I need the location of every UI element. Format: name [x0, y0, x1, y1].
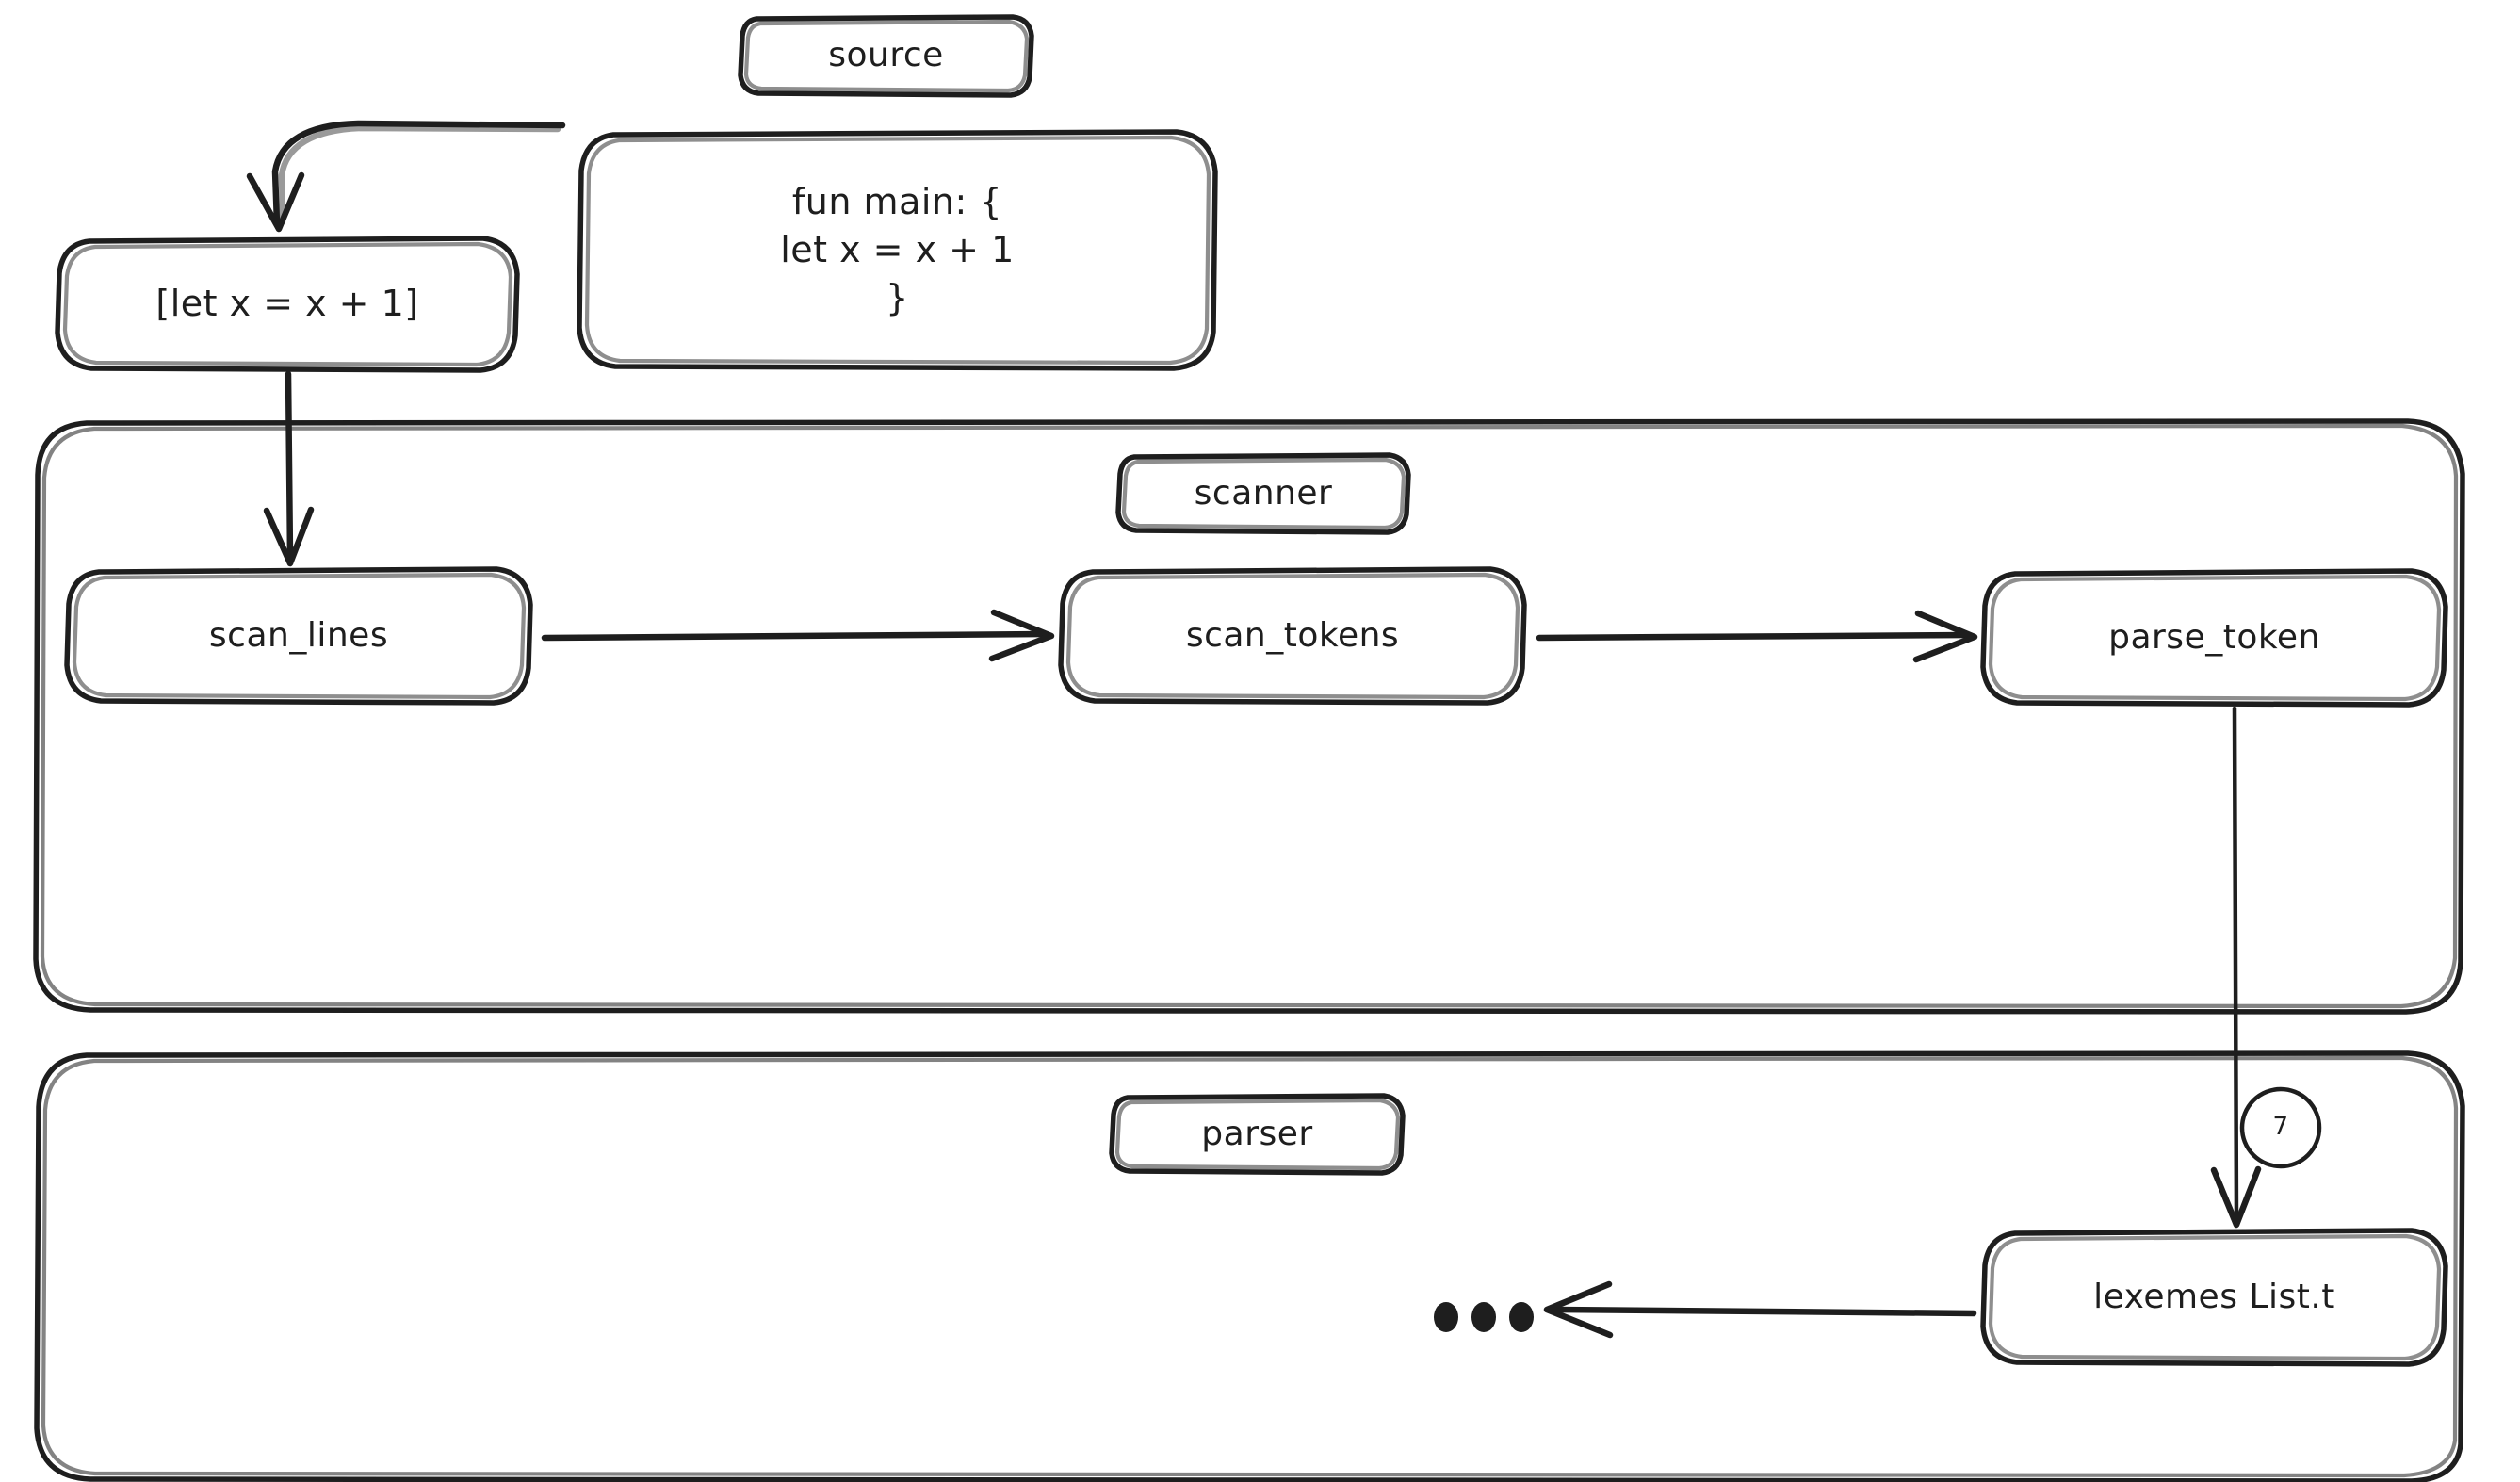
edge-parse-token-to-lexemes-list-t — [2210, 706, 2322, 1229]
step-marker-badge — [2239, 1086, 2322, 1169]
scan-tokens-box — [1058, 566, 1527, 706]
edge-scan-tokens-to-parse-token — [1536, 610, 1978, 663]
edge-lexeme-list-to-scan-lines — [263, 370, 315, 567]
parser-label-box — [1109, 1093, 1406, 1176]
parser-container — [34, 1050, 2465, 1482]
parse-token-box — [1980, 568, 2448, 708]
scanner-container — [33, 418, 2465, 1015]
source-label-box — [738, 14, 1034, 98]
edge-scan-lines-to-scan-tokens — [541, 609, 1055, 662]
edge-lexemes-list-t-to-ellipsis — [1543, 1280, 1977, 1339]
lexeme-list-box — [55, 236, 520, 373]
scanner-label-box — [1115, 452, 1411, 535]
source-code-box — [577, 129, 1218, 371]
scan-lines-box — [64, 566, 533, 706]
lexemes-list-t-box — [1980, 1228, 2448, 1367]
ellipsis-dots — [1434, 1302, 1534, 1332]
edge-source-to-lexeme-list — [246, 120, 566, 233]
